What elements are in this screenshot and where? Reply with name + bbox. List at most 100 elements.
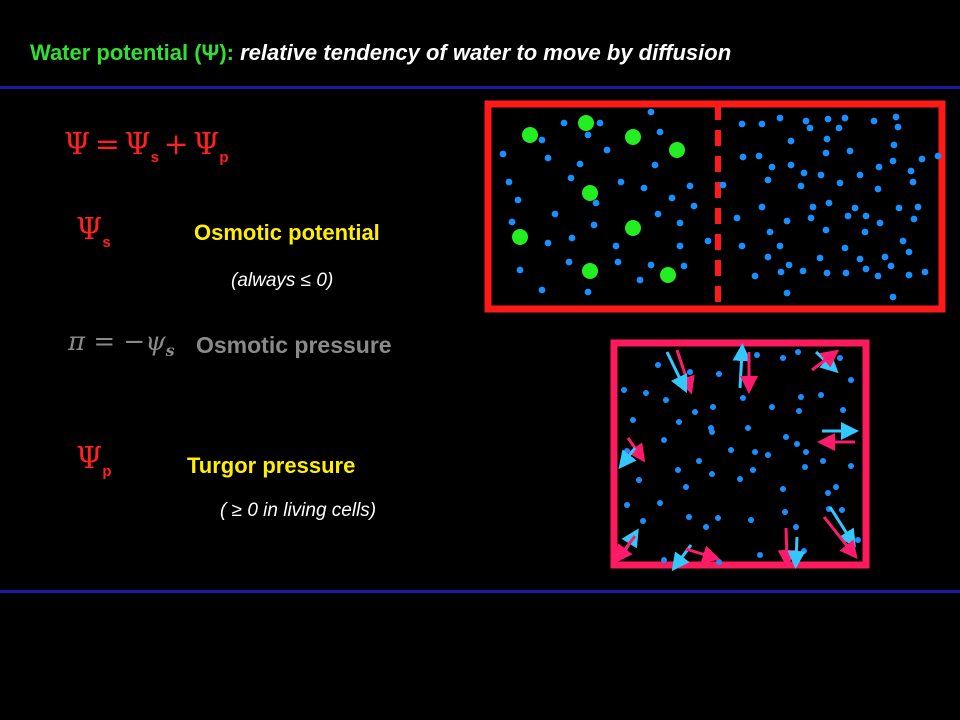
water-molecule xyxy=(856,171,864,179)
water-molecule xyxy=(783,289,791,297)
water-molecule xyxy=(716,371,722,377)
osmotic-potential-symbol: Ψs xyxy=(76,212,111,251)
water-molecule xyxy=(728,447,734,453)
subscript-p: p xyxy=(102,463,112,480)
water-molecule xyxy=(544,154,552,162)
pi-formula: π = −ψ xyxy=(68,327,166,357)
water-molecule xyxy=(809,203,817,211)
water-molecule xyxy=(836,179,844,187)
water-molecule xyxy=(675,467,681,473)
water-molecule xyxy=(704,237,712,245)
pressure-arrow xyxy=(675,349,695,395)
water-molecule xyxy=(889,157,897,165)
water-molecule xyxy=(889,293,897,301)
water-molecule xyxy=(780,355,786,361)
water-molecule xyxy=(737,476,743,482)
psi-symbol: Ψ xyxy=(76,441,103,476)
water-molecule xyxy=(592,199,600,207)
water-molecule xyxy=(676,419,682,425)
pressure-arrow xyxy=(828,506,856,548)
water-molecule xyxy=(851,204,859,212)
water-molecule xyxy=(708,425,714,431)
water-molecule xyxy=(655,362,661,368)
water-molecule xyxy=(803,449,809,455)
water-molecule xyxy=(840,407,846,413)
water-molecule xyxy=(757,552,763,558)
pressure-arrow xyxy=(811,349,840,372)
water-molecule xyxy=(921,268,929,276)
water-molecule xyxy=(822,149,830,157)
water-molecule xyxy=(636,276,644,284)
water-molecule xyxy=(640,518,646,524)
pressure-arrow xyxy=(614,535,637,564)
water-molecule xyxy=(801,548,807,554)
water-molecule xyxy=(887,262,895,270)
water-molecule xyxy=(596,119,604,127)
solute-particle xyxy=(582,185,598,201)
water-molecule xyxy=(754,352,760,358)
solute-particle xyxy=(625,129,641,145)
water-molecule xyxy=(782,509,788,515)
water-molecule xyxy=(630,417,636,423)
psi-symbol: Ψ xyxy=(76,212,103,247)
water-molecule xyxy=(663,397,669,403)
solute-particle xyxy=(512,229,528,245)
water-molecule xyxy=(862,212,870,220)
water-molecule xyxy=(766,228,774,236)
water-molecule xyxy=(841,114,849,122)
water-molecule xyxy=(680,262,688,270)
pressure-arrow xyxy=(822,516,858,560)
water-molecule xyxy=(841,244,849,252)
water-molecule xyxy=(516,266,524,274)
water-molecule xyxy=(656,128,664,136)
water-molecule xyxy=(505,178,513,186)
water-molecule xyxy=(733,214,741,222)
water-molecule xyxy=(881,253,889,261)
water-molecule xyxy=(584,288,592,296)
water-molecule xyxy=(758,120,766,128)
water-molecule xyxy=(687,369,693,375)
water-molecule xyxy=(823,269,831,277)
water-molecule xyxy=(568,234,576,242)
solute-particle xyxy=(578,115,594,131)
water-molecule xyxy=(696,458,702,464)
water-molecule xyxy=(716,559,722,565)
water-molecule xyxy=(876,219,884,227)
water-molecule xyxy=(806,124,814,132)
water-molecule xyxy=(874,272,882,280)
water-molecule xyxy=(647,261,655,269)
water-molecule xyxy=(692,409,698,415)
water-molecule xyxy=(795,349,801,355)
water-molecule xyxy=(614,258,622,266)
osmotic-potential-note: (always ≤ 0) xyxy=(231,270,334,291)
water-molecule xyxy=(907,167,915,175)
water-molecule xyxy=(855,537,861,543)
water-molecule xyxy=(846,147,854,155)
water-potential-equation: Ψ = Ψs + Ψp xyxy=(64,127,229,166)
water-molecule xyxy=(892,113,900,121)
pressure-arrow xyxy=(732,343,751,389)
water-molecule xyxy=(794,441,800,447)
water-molecule xyxy=(676,242,684,250)
water-molecule xyxy=(748,517,754,523)
pressure-arrows xyxy=(614,343,859,572)
subscript-s: s xyxy=(102,234,111,251)
water-molecule xyxy=(839,507,845,513)
water-molecule xyxy=(780,486,786,492)
water-molecule xyxy=(612,242,620,250)
water-molecule xyxy=(874,185,882,193)
water-molecule xyxy=(683,484,689,490)
water-molecule xyxy=(835,124,843,132)
water-molecule xyxy=(621,387,627,393)
pressure-arrow xyxy=(618,447,637,470)
water-molecule xyxy=(890,141,898,149)
water-molecule xyxy=(776,114,784,122)
water-molecule xyxy=(499,150,507,158)
water-molecule xyxy=(905,271,913,279)
water-molecule xyxy=(603,146,611,154)
water-molecule xyxy=(914,203,922,211)
plus-sign: + xyxy=(163,127,189,162)
turgor-pressure-note: ( ≥ 0 in living cells) xyxy=(220,500,377,521)
water-molecule xyxy=(651,161,659,169)
